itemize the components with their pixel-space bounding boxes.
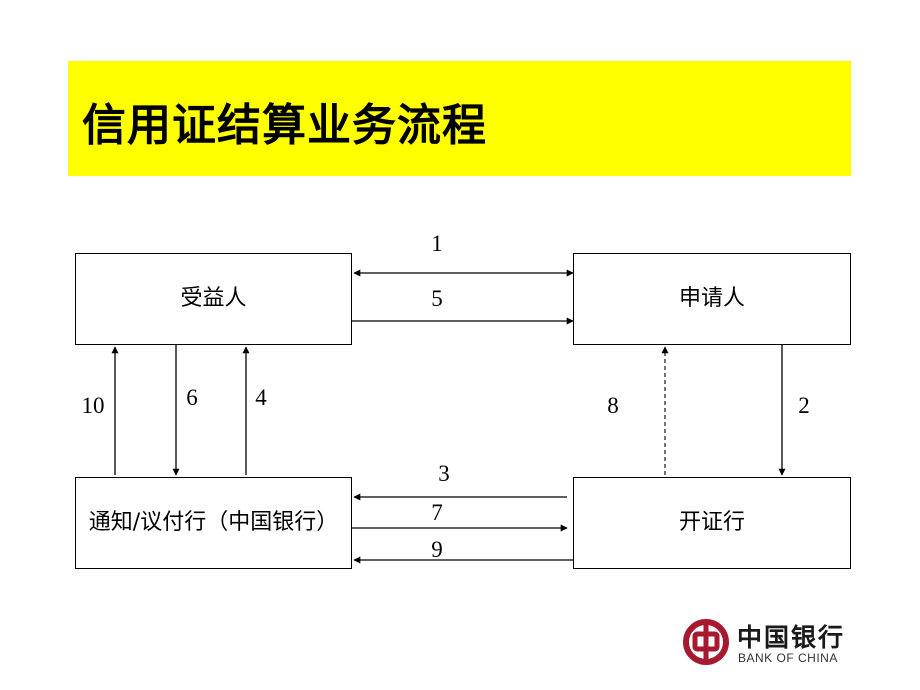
advising-bank-node: 通知/议付行（中国银行） [75,477,352,569]
title-banner: 信用证结算业务流程 [68,61,851,176]
advising-bank-label: 通知/议付行（中国银行） [88,510,339,536]
applicant-label: 申请人 [678,286,745,312]
page-title: 信用证结算业务流程 [82,100,487,151]
step-7-label: 7 [431,500,443,525]
beneficiary-label: 受益人 [180,286,247,312]
step-2-label: 2 [798,393,810,418]
step-8-label: 8 [607,393,619,418]
bank-logo-icon [683,619,729,665]
step-9-label: 9 [431,537,443,562]
step-1-label: 1 [431,231,443,256]
issuing-bank-node: 开证行 [573,477,851,569]
bank-name-cn: 中国银行 [737,623,846,652]
step-4-label: 4 [255,385,267,410]
step-5-label: 5 [431,286,443,311]
step-6-label: 6 [186,385,198,410]
step-3-label: 3 [438,461,450,486]
beneficiary-node: 受益人 [75,253,352,345]
bank-name-en: BANK OF CHINA [738,651,838,665]
applicant-node: 申请人 [573,253,851,345]
step-10-label: 10 [82,393,105,418]
issuing-bank-label: 开证行 [678,510,745,536]
bank-of-china-logo: 中国银行 BANK OF CHINA [682,614,852,670]
